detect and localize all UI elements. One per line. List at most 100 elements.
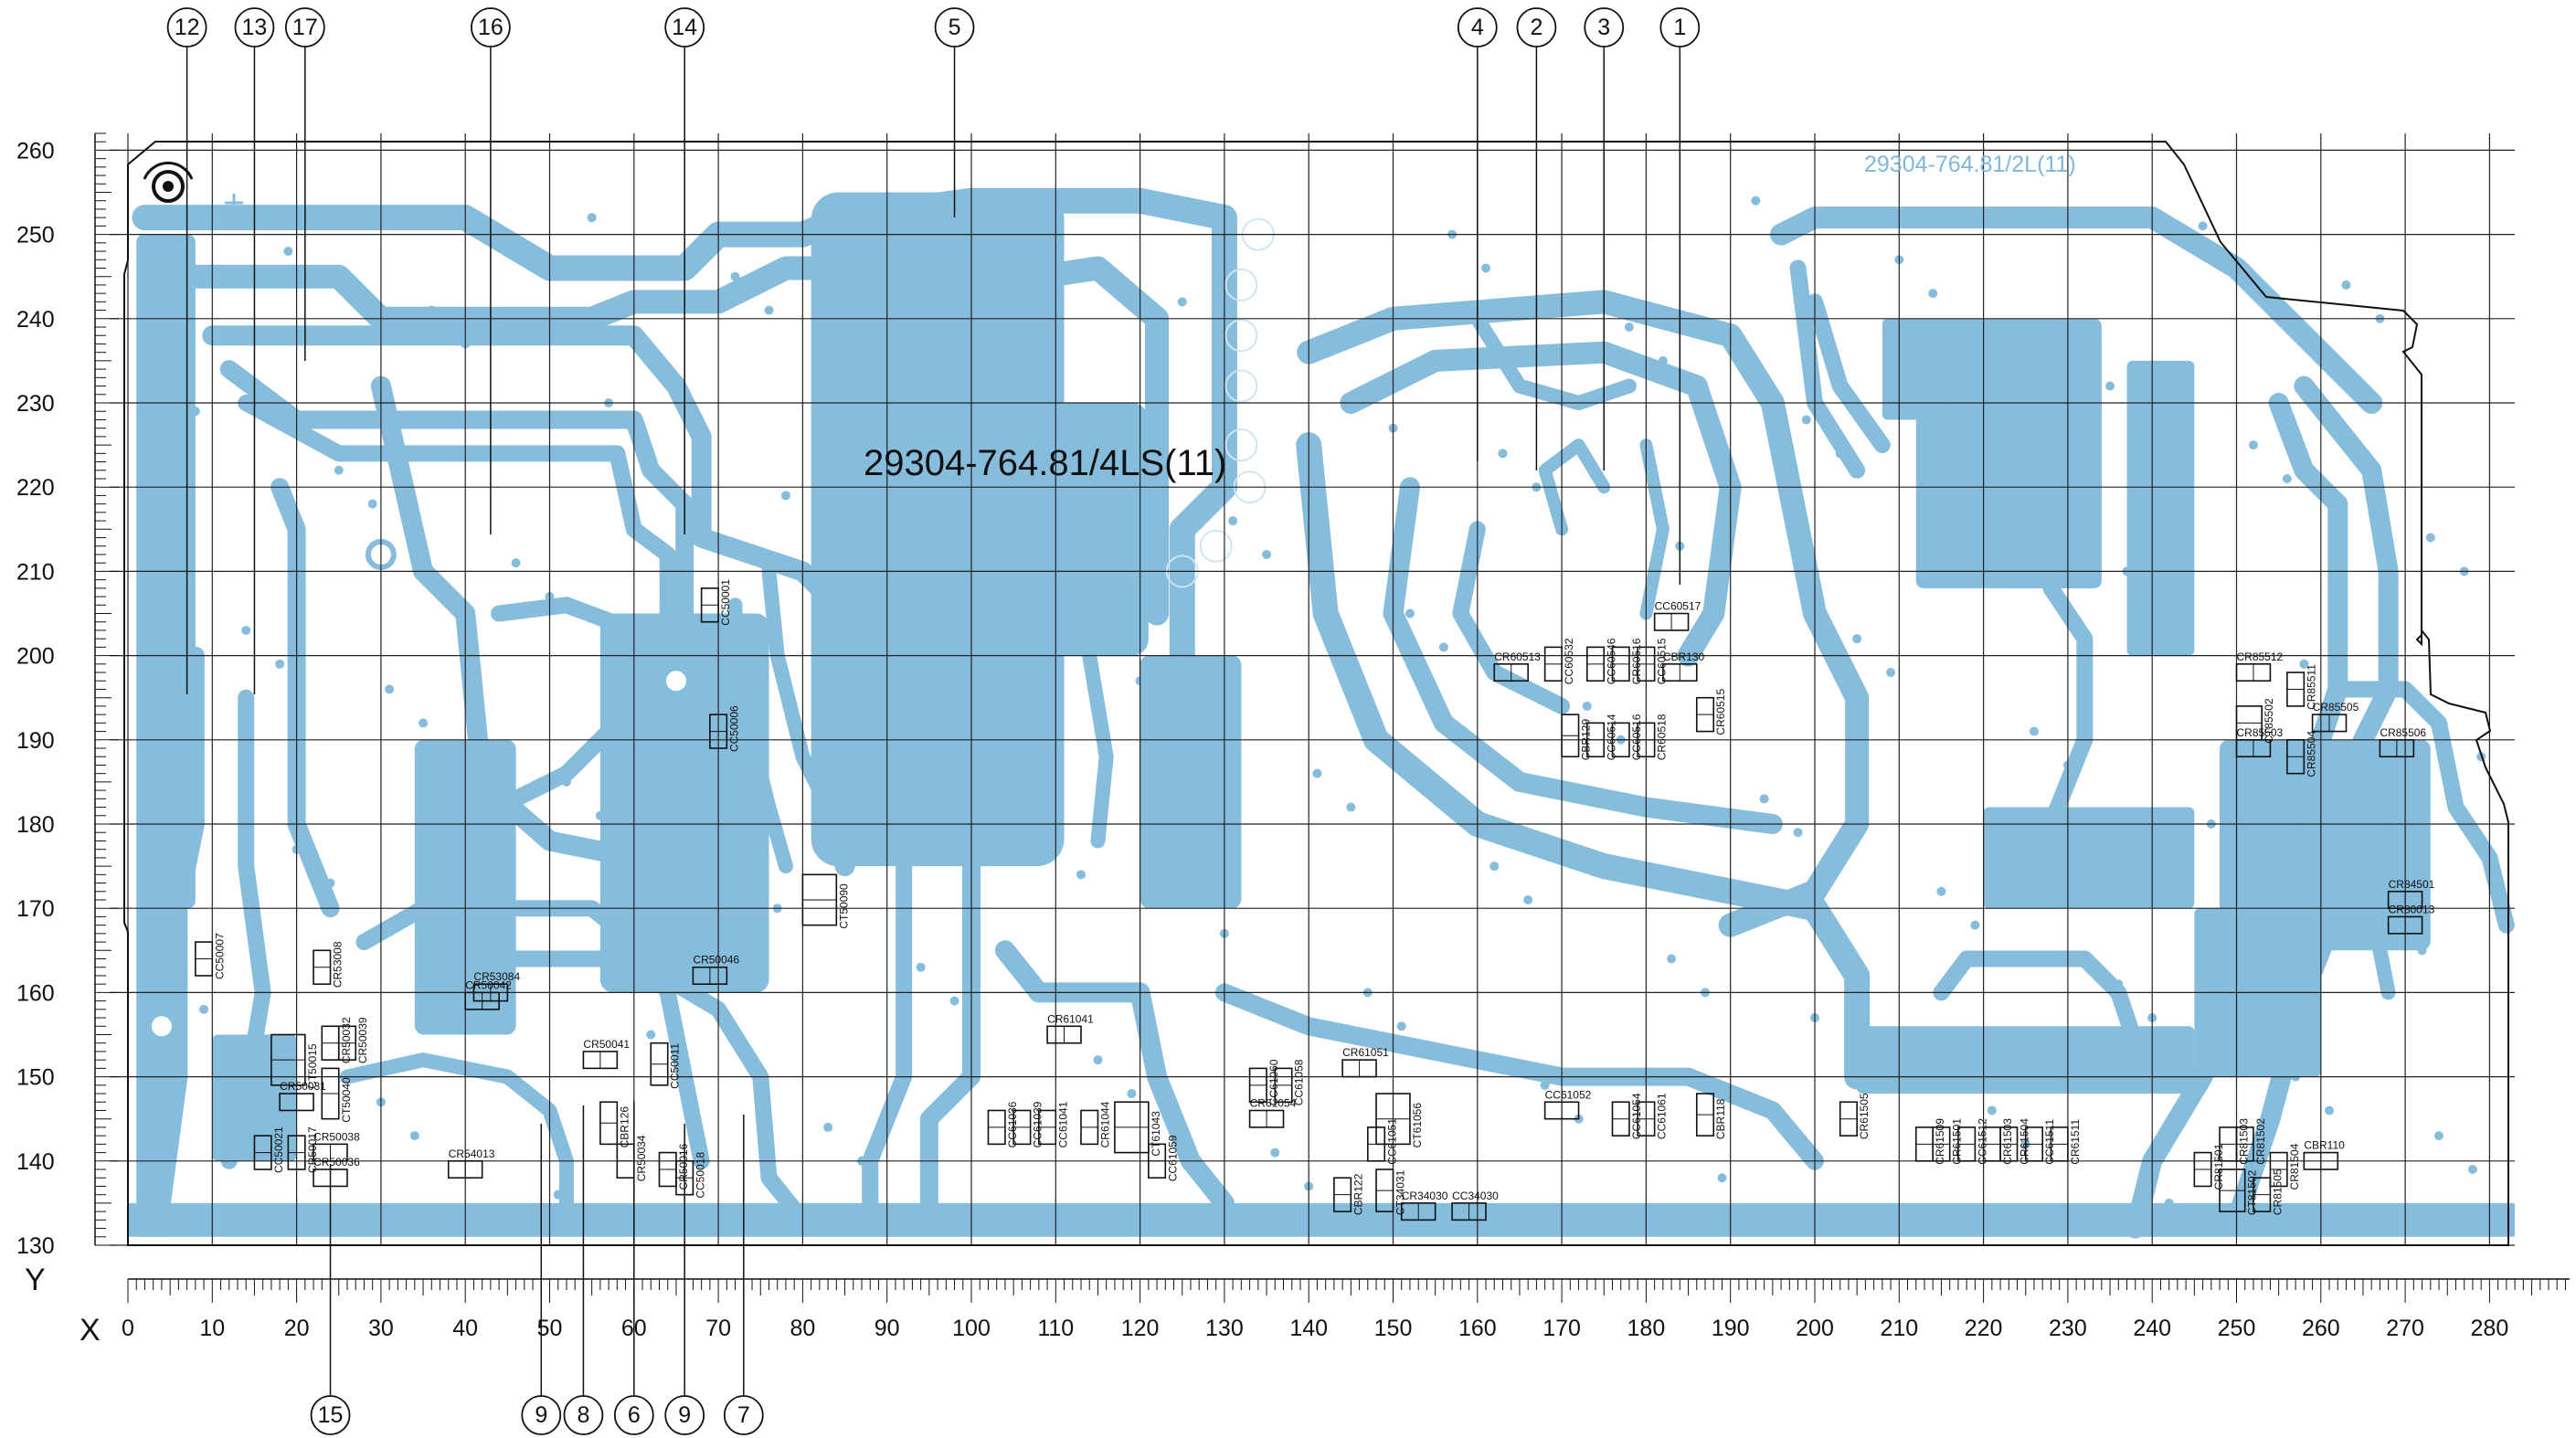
component-cc50001: CC50001 — [700, 579, 732, 626]
component-label: CR81505 — [2271, 1168, 2284, 1215]
y-tick-label: 150 — [16, 1065, 55, 1091]
component-label: CR80013 — [2389, 903, 2435, 915]
copper-trace — [919, 857, 981, 1230]
x-tick-label: 110 — [1037, 1316, 1074, 1341]
x-tick-label: 260 — [2302, 1316, 2340, 1341]
via — [1987, 1105, 1997, 1116]
component-cr61501: CR61501 — [1932, 1118, 1964, 1165]
copper-trace — [1297, 290, 1870, 937]
svg-text:6: 6 — [628, 1402, 641, 1428]
svg-text:8: 8 — [577, 1402, 589, 1428]
copper-trace — [1065, 546, 1114, 849]
component-label: CR50036 — [313, 1156, 360, 1168]
x-tick-label: 40 — [452, 1316, 478, 1341]
y-tick-label: 220 — [16, 475, 55, 501]
component-label: CC61051 — [1385, 1118, 1398, 1165]
x-tick-label: 170 — [1542, 1316, 1581, 1341]
component-cr61511: CR61511 — [2050, 1119, 2082, 1165]
via — [2248, 440, 2258, 450]
component-label: CR60518 — [1656, 714, 1669, 760]
component-label: CR61504 — [2019, 1118, 2031, 1165]
component-cr61044: CR61044 — [1080, 1101, 1111, 1147]
via — [1751, 196, 1761, 206]
copper-trace — [1383, 477, 1783, 834]
component-cr34030: CR34030 — [1400, 1190, 1448, 1221]
callout-2: 2 — [1516, 7, 1557, 471]
component-cr61509: CR61509 — [1914, 1118, 1946, 1165]
component-label: CC61511 — [2043, 1119, 2056, 1165]
via — [1717, 1173, 1727, 1183]
via — [1009, 802, 1019, 812]
via — [1835, 449, 1845, 459]
component-label: CR53084 — [473, 970, 520, 983]
component-label: CC61058 — [1293, 1059, 1306, 1105]
component-cr50032: CR50032 — [321, 1017, 353, 1063]
component-ct50040: CT50040 — [321, 1067, 353, 1123]
callout-13: 13 — [234, 7, 275, 694]
component-cc61051: CC61051 — [1367, 1118, 1398, 1165]
component-cc50006: CC50006 — [709, 705, 740, 752]
via — [334, 465, 344, 475]
component-cc61054: CC61054 — [1611, 1093, 1643, 1139]
x-tick-label: 200 — [1796, 1316, 1834, 1341]
component-label: CC61059 — [1166, 1135, 1179, 1181]
via — [1793, 828, 1803, 838]
copper-trace — [1770, 206, 2383, 414]
left-center-pour — [599, 613, 769, 993]
copper-trace — [1807, 293, 1891, 454]
x-tick-label: 0 — [122, 1316, 134, 1341]
via — [427, 305, 437, 315]
center-upper-pour — [938, 403, 1149, 656]
via — [232, 1038, 242, 1048]
x-tick-label: 280 — [2471, 1316, 2509, 1341]
via — [1211, 331, 1221, 341]
component-label: CR85506 — [2380, 726, 2426, 739]
component-cr85511: CR85511 — [2286, 664, 2317, 710]
via — [1000, 204, 1010, 214]
svg-text:4: 4 — [1471, 15, 1484, 40]
via — [1852, 634, 1862, 644]
svg-text:5: 5 — [949, 15, 961, 40]
ghost-pad — [1224, 319, 1258, 353]
via — [503, 970, 513, 980]
via — [2105, 381, 2115, 391]
component-cr50036: CR50036 — [313, 1156, 360, 1188]
component-cr50038: CR50038 — [313, 1130, 360, 1162]
component-label: CC60515 — [1656, 638, 1669, 684]
x-tick-label: 270 — [2386, 1316, 2424, 1341]
via — [1667, 954, 1677, 964]
component-label: CR53008 — [332, 941, 345, 988]
via — [1085, 457, 1095, 467]
callout-16: 16 — [470, 7, 511, 534]
via — [1262, 549, 1272, 559]
x-tick-label: 250 — [2218, 1316, 2256, 1341]
via — [1489, 862, 1500, 872]
component-label: CBR129 — [1580, 719, 1593, 761]
via — [916, 962, 926, 972]
component-cr60515: CR60515 — [1695, 689, 1727, 735]
y-tick-label: 260 — [16, 138, 55, 164]
via — [1582, 701, 1592, 711]
via — [241, 625, 251, 635]
component-label: CT50090 — [837, 883, 850, 929]
component-cc50007: CC50007 — [195, 933, 226, 979]
via — [738, 870, 748, 880]
component-cr60518: CR60518 — [1637, 714, 1669, 760]
component-label: CT81502 — [2246, 1169, 2259, 1215]
svg-text:17: 17 — [292, 15, 318, 40]
svg-text:9: 9 — [535, 1402, 547, 1428]
component-cr85504: CR85504 — [2286, 731, 2317, 777]
component-cr50016: CR50016 — [658, 1143, 690, 1190]
y-tick-label: 180 — [16, 812, 55, 838]
via — [874, 331, 884, 341]
via — [469, 937, 479, 947]
component-label: CR61503 — [2001, 1118, 2014, 1165]
component-label: CC34030 — [1452, 1190, 1499, 1202]
via — [409, 1131, 419, 1141]
svg-text:2: 2 — [1530, 15, 1542, 40]
component-cr61041: CR61041 — [1046, 1012, 1094, 1044]
antenna-symbol-icon — [143, 161, 194, 203]
